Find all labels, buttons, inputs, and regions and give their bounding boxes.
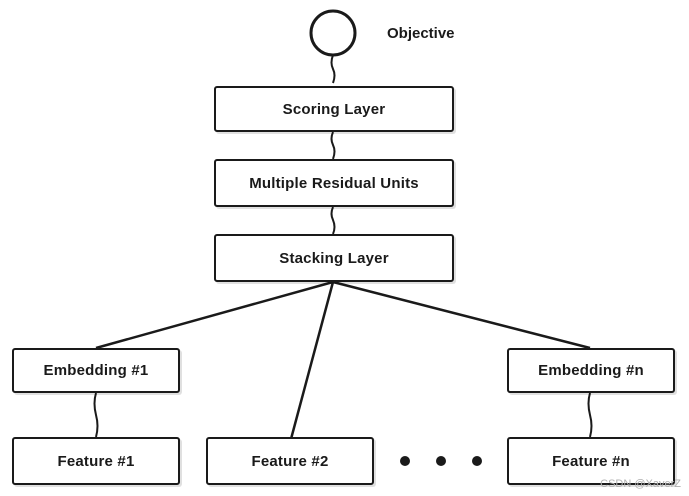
connector-stacking-feature-2 [289, 281, 335, 440]
connector-embedding-1-feature-1 [93, 392, 99, 438]
stacking-layer-label: Stacking Layer [279, 249, 389, 267]
ellipsis-dot [400, 456, 410, 466]
embedding-n-box: Embedding #n [507, 348, 675, 393]
connector-stacking-embedding-1 [95, 280, 334, 350]
connector-embedding-n-feature-n [587, 392, 593, 438]
objective-node [309, 9, 357, 57]
scoring-layer-label: Scoring Layer [282, 100, 386, 118]
embedding-n-label: Embedding #n [538, 362, 644, 379]
watermark-text: CSDN @XaverZ [600, 478, 681, 490]
embedding-1-box: Embedding #1 [12, 348, 180, 393]
feature-2-label: Feature #2 [251, 452, 329, 470]
residual-units-label: Multiple Residual Units [249, 174, 419, 192]
feature-2-box: Feature #2 [206, 437, 374, 485]
residual-units-box: Multiple Residual Units [214, 159, 454, 207]
ellipsis-dot [472, 456, 482, 466]
connector-scoring-residual [330, 131, 336, 160]
stacking-layer-box: Stacking Layer [214, 234, 454, 282]
scoring-layer-box: Scoring Layer [214, 86, 454, 132]
ellipsis-dot [436, 456, 446, 466]
embedding-1-label: Embedding #1 [43, 362, 149, 379]
connector-residual-stacking [330, 206, 336, 235]
connector-stacking-embedding-n [332, 280, 591, 350]
objective-label: Objective [387, 25, 455, 42]
feature-n-label: Feature #n [552, 452, 630, 470]
feature-1-label: Feature #1 [57, 452, 135, 470]
feature-n-box: Feature #n [507, 437, 675, 485]
feature-1-box: Feature #1 [12, 437, 180, 485]
connector-objective-scoring [330, 54, 336, 84]
